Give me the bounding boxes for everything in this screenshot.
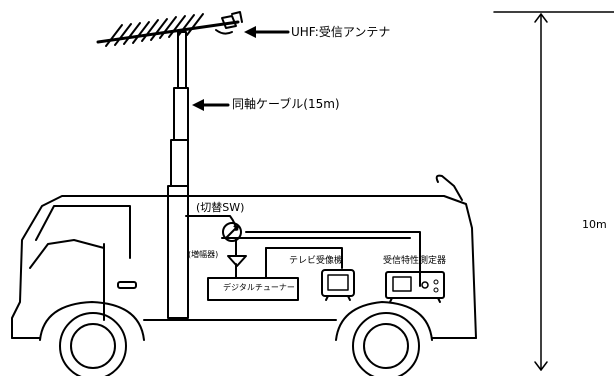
cable-label: 同軸ケーブル(15m)	[232, 97, 340, 111]
height-dimension	[493, 11, 614, 371]
tuner-label: デジタルチューナー	[223, 283, 295, 292]
meter-label: 受信特性測定器	[383, 256, 447, 266]
telescopic-mast	[167, 31, 189, 319]
interior-cabling	[185, 215, 421, 287]
rear-wheel	[352, 312, 420, 380]
switch-label: (切替SW)	[196, 201, 245, 214]
tv-receiver-icon	[321, 269, 355, 301]
antenna-pointer-arrow	[244, 26, 290, 38]
truck-body	[11, 174, 477, 341]
amplifier-icon	[227, 255, 247, 267]
height-label: 10m	[582, 218, 607, 231]
tv-receiver-label: テレビ受像機	[289, 256, 344, 266]
cable-pointer-arrow	[192, 99, 230, 111]
front-wheel	[59, 312, 127, 380]
measurement-meter-icon	[385, 271, 445, 303]
antenna-label: UHF:受信アンテナ	[291, 25, 391, 39]
uhf-antenna-icon	[96, 11, 243, 47]
switch-icon	[222, 222, 242, 242]
digital-tuner-box	[207, 277, 299, 301]
amplifier-label: (増幅器)	[188, 250, 219, 259]
